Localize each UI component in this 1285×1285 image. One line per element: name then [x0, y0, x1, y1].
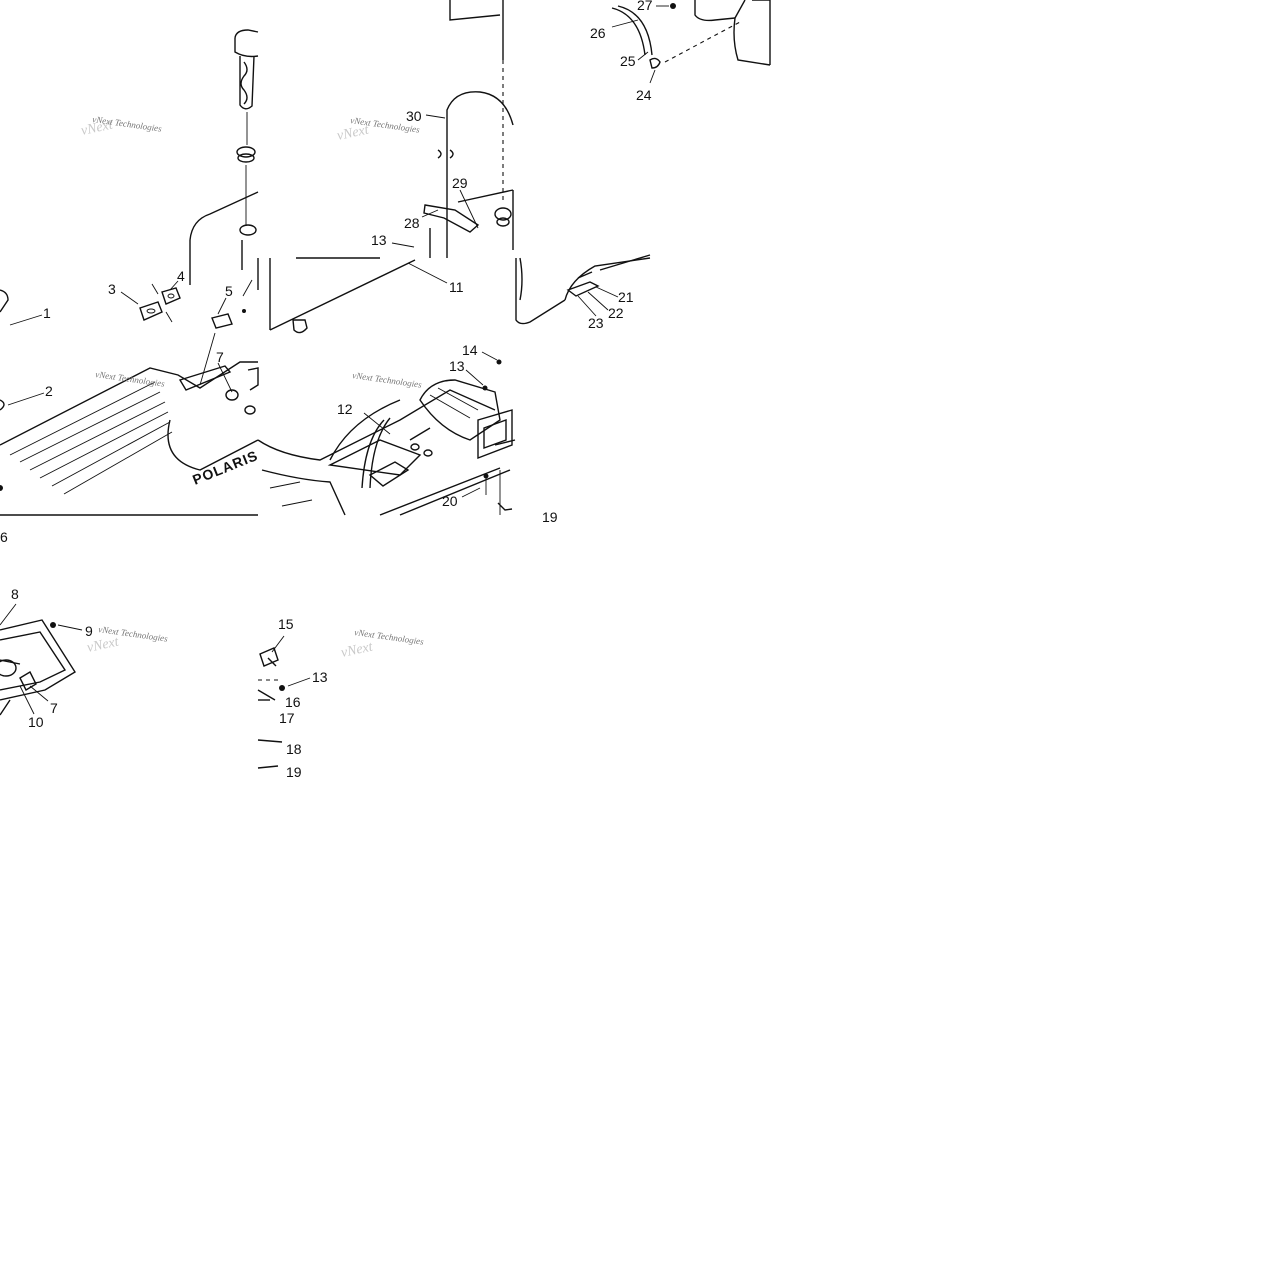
callout-24: 24: [636, 87, 652, 103]
callout-7: 7: [50, 700, 58, 716]
callout-2: 2: [45, 383, 53, 399]
brand-logo-text: POLARIS: [190, 447, 260, 488]
dipstick: [234, 29, 259, 225]
callout-5: 5: [225, 283, 233, 299]
callout-7: 7: [216, 349, 224, 365]
callout-22: 22: [608, 305, 624, 321]
callout-3: 3: [108, 281, 116, 297]
callout-15: 15: [278, 616, 294, 632]
callout-13: 13: [312, 669, 328, 685]
watermark-shadow: vNext: [340, 639, 375, 661]
watermark-shadow: vNext: [86, 634, 121, 656]
rear-rack: [0, 619, 76, 716]
reservoir-top-panel: [449, 0, 504, 200]
bracket-top-right: [694, 0, 771, 66]
callout-13: 13: [449, 358, 465, 374]
callout-19: 19: [542, 509, 558, 525]
chassis-tray: [257, 359, 516, 516]
watermarks: vNext vNext Technologies vNext vNext Tec…: [80, 114, 425, 661]
callout-17: 17: [279, 710, 295, 726]
callout-20: 20: [442, 493, 458, 509]
callout-25: 25: [620, 53, 636, 69]
watermark-shadow: vNext: [336, 122, 371, 144]
callout-16: 16: [285, 694, 301, 710]
callout-28: 28: [404, 215, 420, 231]
callout-12: 12: [337, 401, 353, 417]
watermark-shadow: vNext: [80, 117, 115, 139]
callout-26: 26: [590, 25, 606, 41]
callout-13: 13: [371, 232, 387, 248]
callout-29: 29: [452, 175, 468, 191]
tank-body: [189, 191, 416, 334]
callout-1: 1: [43, 305, 51, 321]
callout-4: 4: [177, 268, 185, 284]
callout-19: 19: [286, 764, 302, 780]
watermark: vNext Technologies: [352, 370, 423, 390]
vent-hose: [611, 3, 741, 69]
callout-21: 21: [618, 289, 634, 305]
callout-18: 18: [286, 741, 302, 757]
reservoir-bottle: [423, 91, 514, 258]
bracket-parts: [139, 279, 253, 329]
lower-bracket: [257, 647, 285, 769]
callout-30: 30: [406, 108, 422, 124]
callout-23: 23: [588, 315, 604, 331]
callout-numbers: 1 2 3 4 5 6 7 7 8 9 10 11 12 13 13 13 14…: [0, 0, 653, 780]
leader-lines: [0, 19, 656, 715]
callout-9: 9: [85, 623, 93, 639]
callout-10: 10: [28, 714, 44, 730]
callout-11: 11: [449, 279, 464, 295]
callout-27: 27: [637, 0, 653, 13]
seat: [0, 289, 259, 516]
callout-6: 6: [0, 529, 8, 545]
side-rail-clip: [515, 254, 651, 325]
callout-14: 14: [462, 342, 478, 358]
callout-8: 8: [11, 586, 19, 602]
watermark: vNext Technologies: [95, 369, 166, 389]
